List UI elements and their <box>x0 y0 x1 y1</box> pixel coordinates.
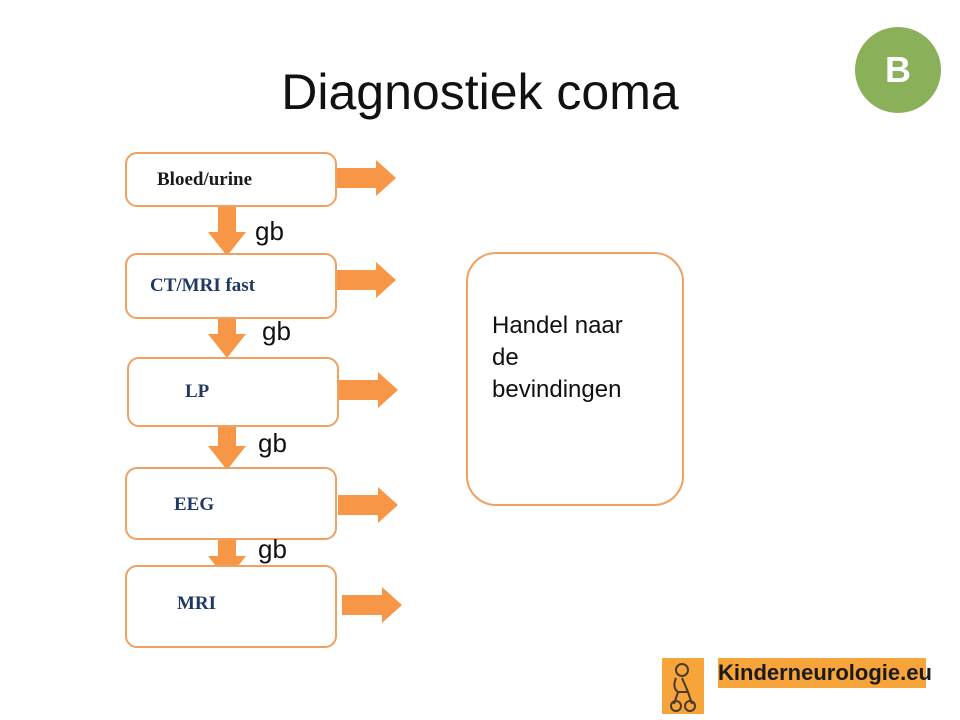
right-arrow-icon <box>338 487 398 523</box>
step-label: MRI <box>177 593 217 614</box>
connector-label: gb <box>258 428 287 458</box>
step-box-mri <box>125 565 337 648</box>
step-label: CT/MRI fast <box>150 275 256 296</box>
down-arrow-icon <box>208 206 246 256</box>
step-box-eeg <box>125 467 337 540</box>
result-text: Handel naar de bevindingen <box>492 310 623 406</box>
section-badge: B <box>855 27 941 113</box>
step-label: Bloed/urine <box>157 169 253 190</box>
site-name[interactable]: Kinderneurologie.eu <box>718 658 932 688</box>
result-line: Handel naar <box>492 312 623 339</box>
connector-label: gb <box>258 534 287 564</box>
right-arrow-icon <box>336 160 396 196</box>
page-title: Diagnostiek coma <box>281 64 679 120</box>
down-arrow-icon <box>208 308 246 358</box>
child-figure-icon <box>662 658 704 714</box>
connector-label: gb <box>262 316 291 346</box>
step-label: LP <box>185 381 210 402</box>
result-line: bevindingen <box>492 376 622 403</box>
right-arrow-icon <box>336 262 396 298</box>
result-box: Handel naar de bevindingen <box>466 252 684 506</box>
right-arrow-icon <box>338 372 398 408</box>
step-label: EEG <box>174 494 215 515</box>
step-box-lp <box>127 357 339 427</box>
result-line: de <box>492 344 519 371</box>
connector-label: gb <box>255 216 284 246</box>
step-box-ct-mri <box>125 253 337 319</box>
right-arrow-icon <box>342 587 402 623</box>
down-arrow-icon <box>208 420 246 470</box>
step-box-bloed-urine <box>125 152 337 207</box>
